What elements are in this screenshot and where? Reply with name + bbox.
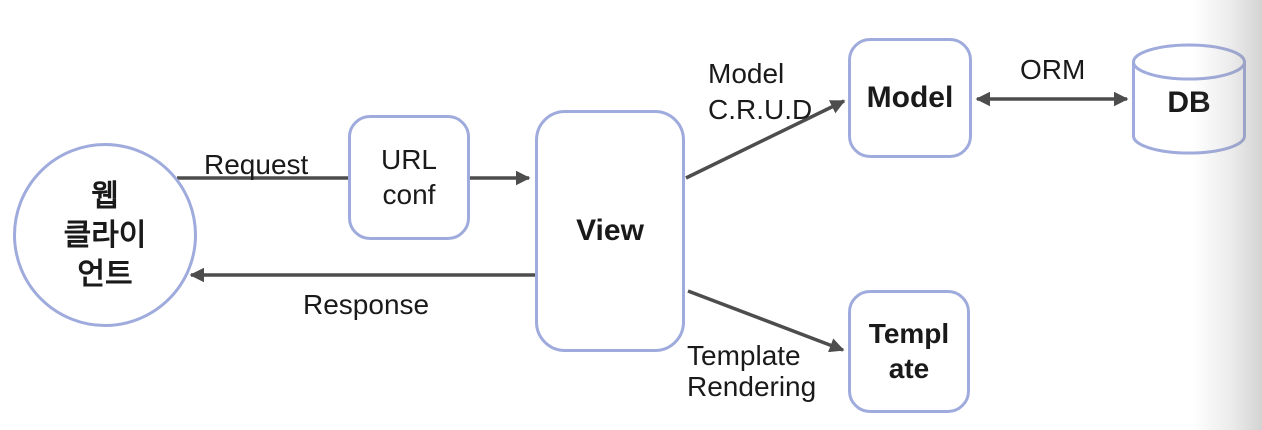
response-label: Response bbox=[303, 289, 430, 320]
node-url-conf: URL conf bbox=[348, 115, 470, 240]
db-label: DB bbox=[1167, 86, 1211, 119]
model-label: Model bbox=[866, 80, 954, 114]
node-template: Templ ate bbox=[848, 290, 970, 413]
db-cylinder-top bbox=[1132, 43, 1246, 81]
node-view: View bbox=[535, 110, 685, 352]
orm-label: ORM bbox=[1020, 54, 1086, 85]
template-label: Templ ate bbox=[868, 318, 950, 384]
url-conf-label: URL conf bbox=[380, 144, 437, 210]
web-client-label: 웹 클라이 언트 bbox=[63, 179, 147, 291]
model-crud-label: Model C.R.U.D bbox=[708, 58, 813, 125]
db-cylinder bbox=[1132, 43, 1246, 155]
view-to-model-arrow bbox=[685, 99, 846, 180]
request-label: Request bbox=[204, 149, 309, 180]
view-label: View bbox=[576, 213, 644, 247]
node-web-client: 웹 클라이 언트 bbox=[13, 143, 197, 327]
node-model: Model bbox=[848, 38, 972, 158]
view-to-template-arrow bbox=[687, 289, 845, 353]
template-rendering-label: Template Rendering bbox=[687, 340, 817, 403]
db-cylinder-body bbox=[1132, 62, 1246, 155]
